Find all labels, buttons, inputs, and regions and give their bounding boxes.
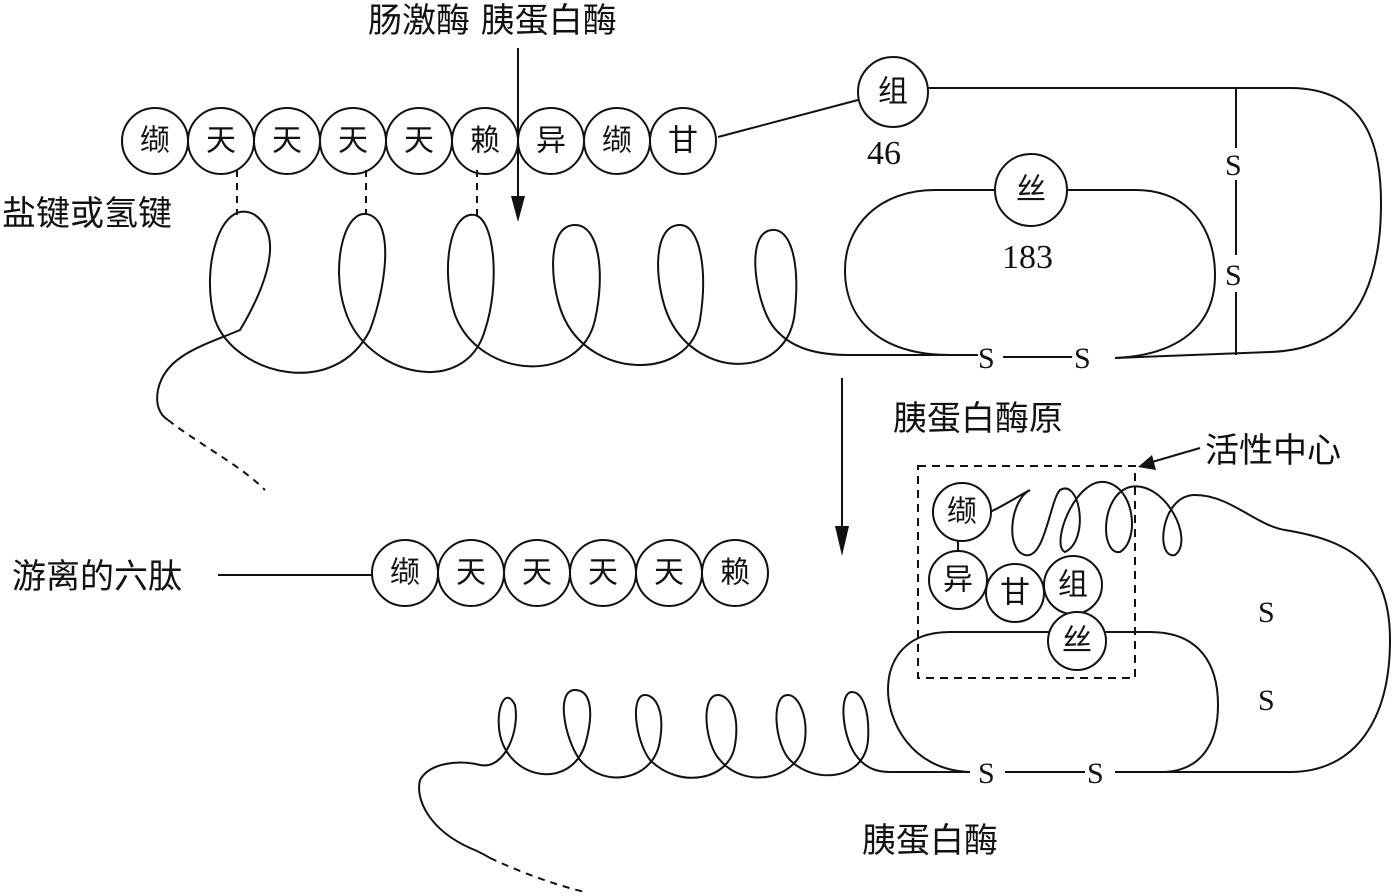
trypsin-ser-loop-left bbox=[886, 631, 1050, 773]
top-chain-label-6: 异 bbox=[536, 124, 566, 159]
ss-right-s1: S bbox=[1258, 596, 1275, 629]
ser-183-label: 丝 bbox=[1016, 173, 1046, 208]
free-peptide-label-2: 天 bbox=[522, 556, 552, 591]
enzymes-label: 肠激酶 胰蛋白酶 bbox=[368, 1, 617, 41]
active-site-ser: 丝 bbox=[1047, 611, 1107, 671]
salt-bond-label: 盐键或氢键 bbox=[2, 194, 172, 234]
ser-number: 183 bbox=[1002, 239, 1053, 276]
tail-bottom-dashed bbox=[489, 857, 586, 893]
ser-loop-right bbox=[1114, 189, 1217, 359]
free-peptide-chain: 缬天天天天赖 bbox=[371, 539, 769, 607]
trypsin-helix-lower bbox=[419, 688, 970, 781]
top-chain-label-5: 赖 bbox=[470, 124, 500, 159]
top-chain: 缬天天天天赖异缬甘 bbox=[121, 107, 717, 175]
gly-his-link bbox=[717, 99, 859, 138]
active-site-gly-label: 甘 bbox=[1000, 576, 1030, 611]
top-chain-label-3: 天 bbox=[338, 124, 368, 159]
ser-183-ball: 丝 bbox=[994, 153, 1068, 227]
active-site-his: 组 bbox=[1043, 555, 1103, 615]
active-center-arrowhead bbox=[1138, 455, 1156, 470]
free-peptide-label-3: 天 bbox=[588, 556, 618, 591]
top-chain-label-2: 天 bbox=[272, 124, 302, 159]
cleavage-arrowhead bbox=[511, 196, 525, 222]
his-46-ball: 组 bbox=[857, 56, 929, 128]
active-site-gly: 甘 bbox=[985, 563, 1045, 623]
tail-top-dashed bbox=[167, 419, 266, 491]
active-center-label: 活性中心 bbox=[1205, 431, 1341, 471]
top-chain-label-4: 天 bbox=[404, 124, 434, 159]
free-peptide-label-0: 缬 bbox=[390, 556, 420, 591]
active-center-pointer bbox=[1151, 447, 1201, 463]
trypsin-ser-loop-right bbox=[1100, 631, 1220, 773]
free-peptide-label-1: 天 bbox=[456, 556, 486, 591]
free-peptide-label-4: 天 bbox=[654, 556, 684, 591]
top-chain-label-0: 缬 bbox=[140, 124, 170, 159]
active-site-val-label: 缬 bbox=[947, 495, 977, 530]
trypsinogen-label: 胰蛋白酶原 bbox=[893, 399, 1063, 439]
ss-top-s1: S bbox=[978, 342, 995, 375]
top-chain-ball-8 bbox=[649, 107, 717, 175]
active-site-ile-label: 异 bbox=[943, 563, 973, 598]
outer-loop-top bbox=[928, 87, 1383, 359]
trypsin-helix-upper bbox=[989, 480, 1392, 773]
ss-vert-s1: S bbox=[1225, 149, 1242, 182]
active-site-ile: 异 bbox=[928, 550, 988, 610]
active-site-ser-label: 丝 bbox=[1062, 624, 1092, 659]
top-chain-label-7: 缬 bbox=[602, 124, 632, 159]
ss-vert-s2: S bbox=[1225, 259, 1242, 292]
his-number: 46 bbox=[867, 135, 901, 172]
ss-bottom-s2: S bbox=[1087, 757, 1104, 790]
top-chain-label-8: 甘 bbox=[668, 124, 698, 159]
his-46-label: 组 bbox=[878, 75, 908, 110]
active-site-val: 缬 bbox=[932, 482, 992, 542]
active-center-box bbox=[917, 465, 1136, 679]
trypsinogen-helix bbox=[157, 189, 995, 391]
active-site-his-label: 组 bbox=[1058, 568, 1088, 603]
ss-top-s2: S bbox=[1074, 342, 1091, 375]
top-chain-label-1: 天 bbox=[206, 124, 236, 159]
activation-arrowhead bbox=[835, 526, 849, 556]
tail-top-solid bbox=[156, 389, 169, 421]
ss-right-s2: S bbox=[1258, 684, 1275, 717]
free-peptide-label-5: 赖 bbox=[720, 556, 750, 591]
tail-bottom-solid bbox=[418, 779, 491, 859]
trypsin-label: 胰蛋白酶 bbox=[862, 821, 998, 861]
ss-bottom-s1: S bbox=[978, 757, 995, 790]
free-peptide-ball-5 bbox=[701, 539, 769, 607]
free-peptide-label: 游离的六肽 bbox=[12, 557, 182, 597]
